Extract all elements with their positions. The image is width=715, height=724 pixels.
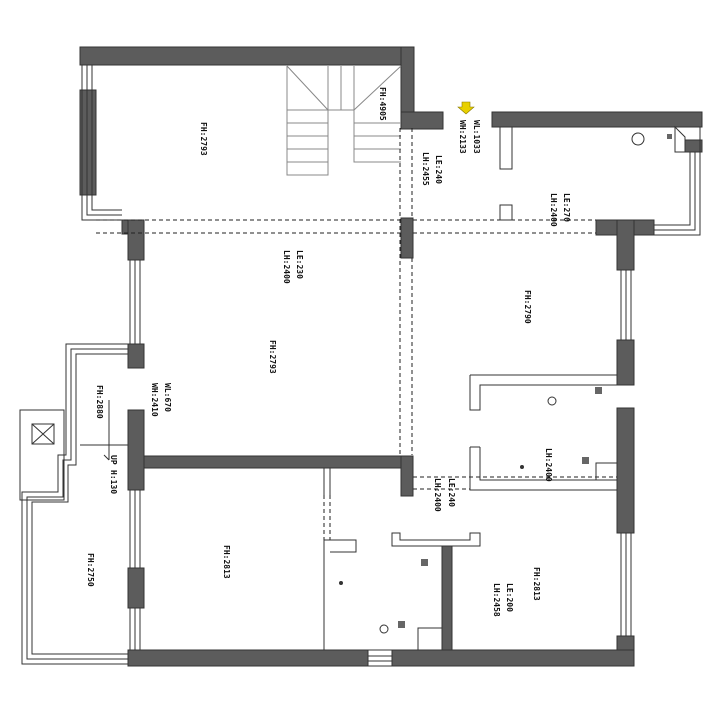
bedroom2-le-label: LE:200 bbox=[505, 583, 514, 612]
dining-fh-label: FH:2790 bbox=[523, 290, 532, 324]
hall-lh-label: LH:2400 bbox=[433, 478, 442, 512]
entrance-arrow-icon bbox=[457, 101, 475, 115]
bedroom1-fh-label: FH:2813 bbox=[222, 545, 231, 579]
balcony bbox=[19, 343, 128, 665]
balcony-fh-label: FH:2880 bbox=[95, 385, 104, 419]
kitchen-lh-label: LH:2400 bbox=[549, 193, 558, 227]
bedroom2-fh-label: FH:2813 bbox=[532, 567, 541, 601]
door-wl-label: WL:670 bbox=[163, 383, 172, 412]
window-wh-label: WH:2133 bbox=[458, 120, 467, 154]
window-wl-label: WL:1033 bbox=[472, 120, 481, 154]
room-labels: FH:2793 FH:4905 WL:1033 WH:2133 LE:240 L… bbox=[86, 87, 571, 617]
bedroom2-lh-label: LH:2458 bbox=[492, 583, 501, 617]
corridor-le-label: LE:240 bbox=[434, 155, 443, 184]
stair-fh-label: FH:4905 bbox=[378, 87, 387, 121]
terrace-fh-label: FH:2750 bbox=[86, 553, 95, 587]
bath-lh-label: LH:2400 bbox=[544, 448, 553, 482]
walls bbox=[79, 46, 703, 667]
door-wh-label: WH:2410 bbox=[150, 383, 159, 417]
kitchen-le-label: LE:270 bbox=[562, 193, 571, 222]
fixtures bbox=[339, 101, 672, 634]
living-lh-label: LH:2400 bbox=[282, 250, 291, 284]
up-label: UP bbox=[109, 455, 118, 465]
step-height-label: H:130 bbox=[109, 470, 118, 494]
study-fh-label: FH:2793 bbox=[199, 122, 208, 156]
hall-le-label: LE:240 bbox=[447, 478, 456, 507]
shaft-icon bbox=[31, 423, 55, 445]
living-le-label: LE:230 bbox=[295, 250, 304, 279]
windows bbox=[81, 65, 701, 667]
room-boundaries bbox=[96, 128, 617, 540]
partitions bbox=[323, 125, 686, 651]
corridor-lh-label: LH:2455 bbox=[421, 152, 430, 186]
staircase bbox=[286, 65, 402, 176]
living-fh-label: FH:2793 bbox=[268, 340, 277, 374]
